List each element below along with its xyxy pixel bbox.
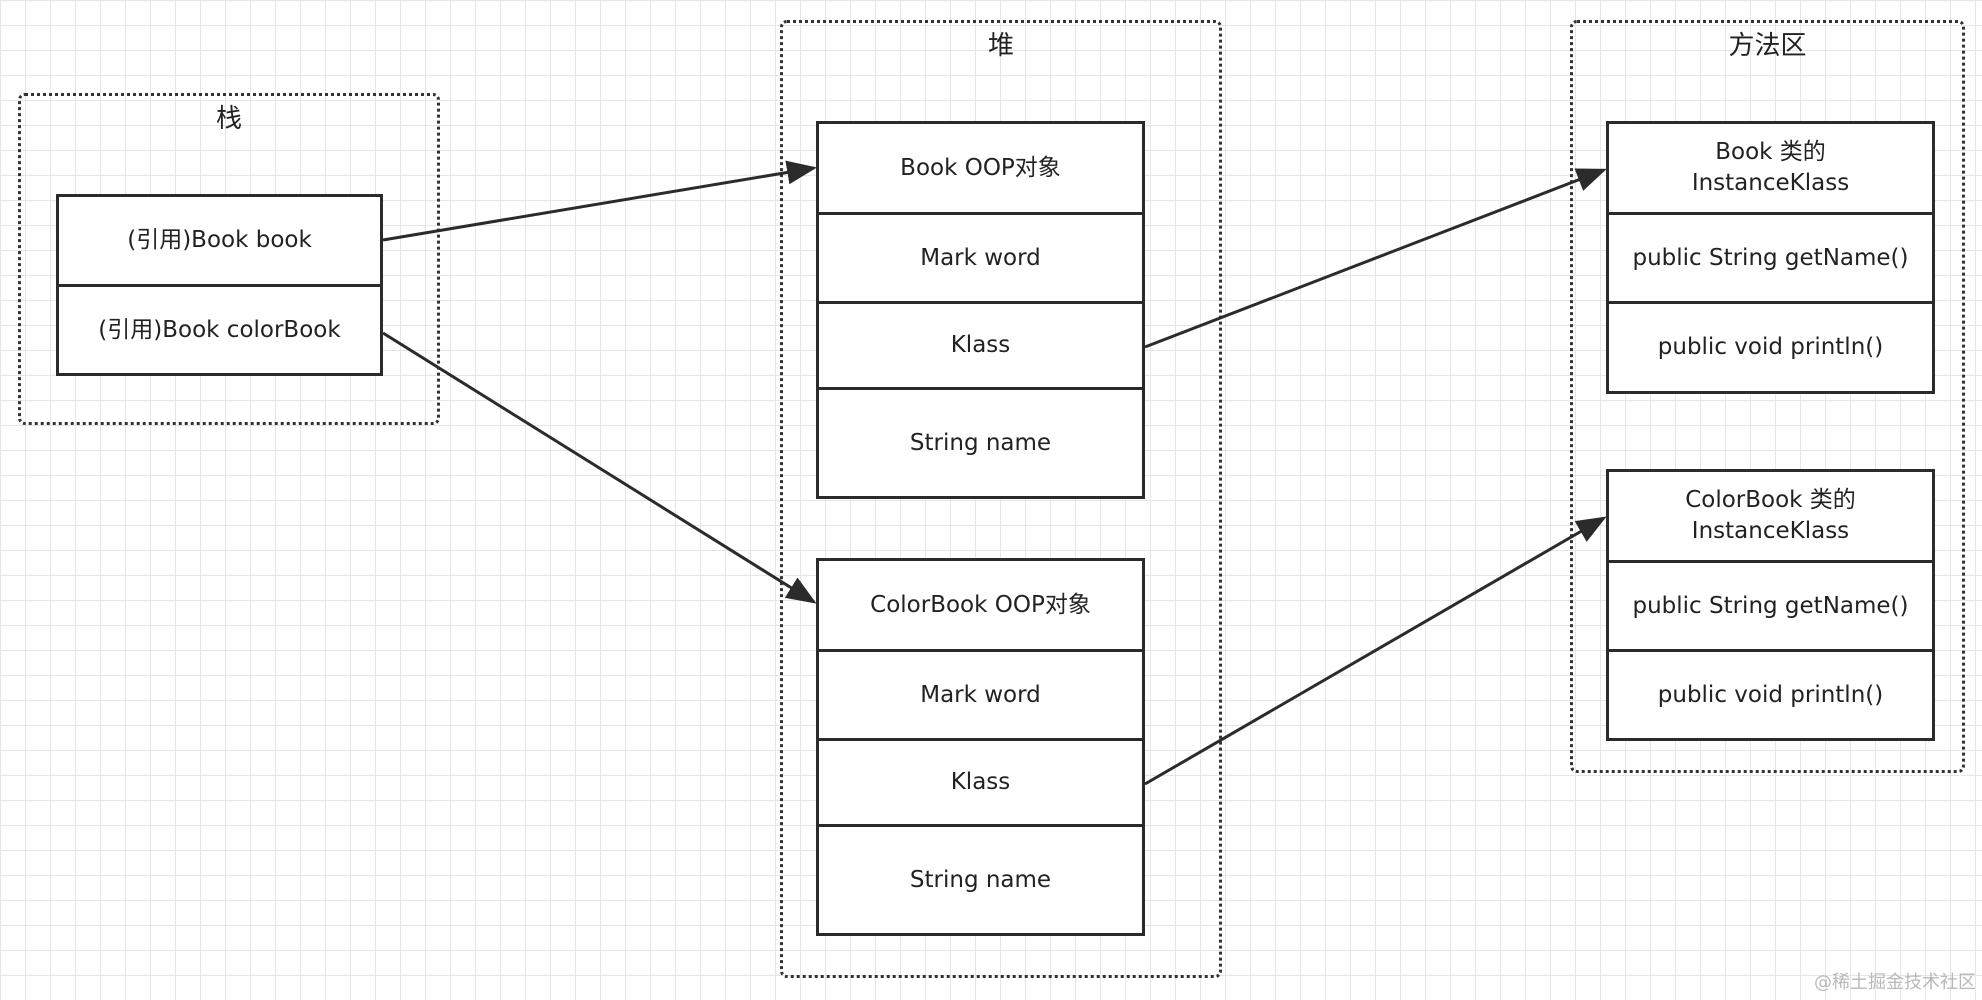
book-reference[interactable]: (引用)Book book [59,197,380,287]
book-getname-method: public String getName() [1609,215,1932,304]
colorbook-oop-header: ColorBook OOP对象 [819,561,1142,652]
colorbook-reference[interactable]: (引用)Book colorBook [98,316,341,343]
colorbook-mark-word: Mark word [819,652,1142,741]
arrow-book-ref-to-book-oop [382,160,817,242]
colorbook-name-field: String name [909,866,1052,893]
colorbook-println-method: public void println() [1657,681,1884,708]
book-instanceklass[interactable]: Book 类的 InstanceKlass public String getN… [1606,121,1935,394]
method-area-title: 方法区 [1728,31,1807,61]
watermark: @稀土掘金技术社区 [1814,972,1976,993]
book-oop-header: Book OOP对象 [819,124,1142,215]
colorbook-instanceklass-header: ColorBook 类的 InstanceKlass [1609,472,1932,563]
colorbook-getname-method: public String getName() [1609,563,1932,652]
stack-reference-box[interactable]: (引用)Book book (引用)Book colorBook [56,194,383,376]
book-klass-pointer: Klass [819,304,1142,390]
colorbook-instanceklass[interactable]: ColorBook 类的 InstanceKlass public String… [1606,469,1935,741]
book-println-method: public void println() [1657,334,1884,360]
book-instanceklass-header: Book 类的 InstanceKlass [1609,124,1932,215]
arrow-colorbook-ref-to-colorbook-oop [382,331,817,604]
stack-group: 栈 [18,93,440,425]
stack-title: 栈 [215,104,242,134]
colorbook-oop-object[interactable]: ColorBook OOP对象 Mark word Klass String n… [816,558,1145,936]
colorbook-klass-pointer: Klass [819,741,1142,827]
method-area-group: 方法区 [1570,20,1965,773]
heap-title: 堆 [987,31,1014,61]
book-oop-object[interactable]: Book OOP对象 Mark word Klass String name [816,121,1145,499]
book-name-field: String name [909,429,1052,456]
book-mark-word: Mark word [819,215,1142,304]
